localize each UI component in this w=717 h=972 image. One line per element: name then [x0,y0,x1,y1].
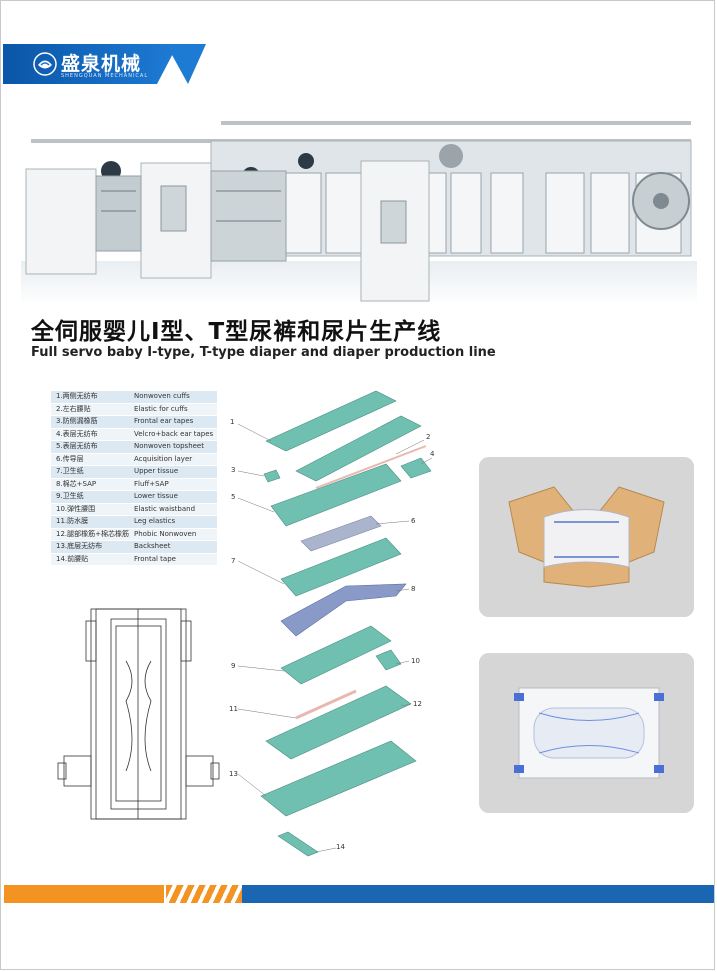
legend-row: 9.卫生纸 Lower tissue [51,491,217,503]
layer-label: 6 [411,517,416,525]
legend-en-label: Lower tissue [134,492,178,500]
legend-cn-label: 11.防水膜 [56,517,89,525]
legend-cn-label: 7.卫生纸 [56,467,84,475]
legend-row: 1.两侧无纺布 Nonwoven cuffs [51,391,217,403]
legend-cn-label: 4.表层无纺布 [56,429,98,438]
company-logo-icon [33,52,57,76]
legend-cn-label: 5.表层无纺布 [56,442,98,450]
legend-row: 12.腿部橡筋+棉芯橡筋 Phobic Nonwoven [51,528,217,540]
legend-en-label: Backsheet [134,542,171,550]
legend-en-label: Upper tissue [134,467,179,475]
legend-cn-label: 13.底层无纺布 [56,542,103,550]
legend-row: 13.底层无纺布 Backsheet [51,541,217,553]
legend-en-label: Phobic Nonwoven [134,529,197,538]
legend-cn-label: 1.两侧无纺布 [56,392,98,400]
legend-cn-label: 6.传导层 [56,454,84,463]
legend-cn-label: 10.弹性腰围 [56,504,96,513]
legend-en-label: Elastic for cuffs [134,404,188,413]
diaper-outline-drawing [57,608,220,820]
production-line-machine-image [21,121,697,306]
footer-color-bar [4,885,714,903]
legend-en-label: Nonwoven topsheet [134,442,204,450]
footer-orange-segment [4,885,164,903]
legend-en-label: Frontal ear tapes [134,417,194,425]
layer-label: 2 [426,433,430,441]
t-type-diaper-photo [479,457,694,617]
layer-label: 8 [411,585,415,593]
legend-cn-label: 14.前腰贴 [56,554,89,563]
brand-banner-triangle [166,44,206,84]
legend-en-label: Frontal tape [134,554,176,563]
legend-row: 10.弹性腰围 Elastic waistband [51,503,217,515]
legend-row: 14.前腰贴 Frontal tape [51,553,217,565]
legend-en-label: Elastic waistband [134,504,196,513]
component-legend: 1.两侧无纺布 Nonwoven cuffs 2.左右腰贴 Elastic for c… [51,391,217,566]
legend-cn-label: 12.腿部橡筋+棉芯橡筋 [56,529,129,538]
layer-label: 11 [229,705,238,713]
legend-en-label: Leg elastics [134,517,176,525]
brand-name: 盛泉机械 [61,53,142,75]
layer-label: 14 [336,843,345,851]
legend-row: 3.防侧漏橡筋 Frontal ear tapes [51,416,217,428]
legend-row: 8.棉芯+SAP Fluff+SAP [51,478,217,490]
legend-cn-label: 9.卫生纸 [56,492,84,500]
legend-row: 4.表层无纺布 Velcro+back ear tapes [51,428,217,440]
footer-blue-segment [242,885,714,903]
legend-en-label: Nonwoven cuffs [134,392,190,400]
layer-label: 5 [231,493,235,501]
brand-banner [3,44,178,84]
legend-en-label: Fluff+SAP [134,479,169,488]
brand-name-en: SHENGQUAN MECHANICAL [61,73,149,79]
exploded-layer-diagram: 1 2 3 4 5 6 7 8 9 10 11 12 13 14 [229,390,435,857]
layer-label: 12 [413,700,422,708]
layer-label: 7 [231,557,235,565]
legend-cn-label: 3.防侧漏橡筋 [56,417,98,425]
legend-row: 7.卫生纸 Upper tissue [51,466,217,478]
legend-cn-label: 2.左右腰贴 [56,404,91,413]
legend-en-label: Velcro+back ear tapes [134,429,214,438]
layer-label: 3 [231,466,235,474]
layer-label: 1 [230,418,234,426]
legend-row: 11.防水膜 Leg elastics [51,516,217,528]
page-title: 全伺服婴儿I型、T型尿裤和尿片生产线 [31,319,442,345]
layer-label: 9 [231,662,235,670]
legend-row: 5.表层无纺布 Nonwoven topsheet [51,441,217,453]
layer-label: 13 [229,770,238,778]
layer-label: 4 [430,450,435,458]
legend-row: 6.传导层 Acquisition layer [51,453,217,465]
layer-label: 10 [411,657,420,665]
i-type-diaper-photo [479,653,694,813]
legend-cn-label: 8.棉芯+SAP [56,479,97,488]
legend-row: 2.左右腰贴 Elastic for cuffs [51,403,217,415]
footer-stripes [166,885,242,903]
page-subtitle: Full servo baby I-type, T-type diaper an… [31,345,496,360]
legend-en-label: Acquisition layer [134,454,193,463]
